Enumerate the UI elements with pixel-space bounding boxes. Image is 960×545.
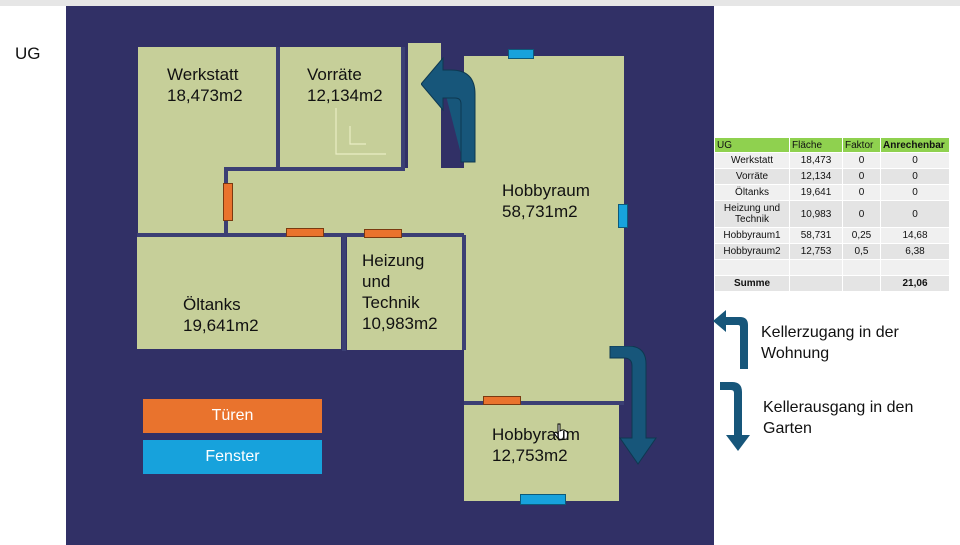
arrow-down-icon bbox=[609, 346, 657, 465]
arrow-up-left-icon bbox=[713, 310, 748, 369]
table-cell bbox=[842, 259, 881, 276]
window bbox=[520, 494, 566, 505]
room-heizung bbox=[347, 235, 463, 350]
table-cell: 10,983 bbox=[789, 200, 843, 228]
table-cell bbox=[789, 259, 843, 276]
table-header: UG bbox=[714, 137, 790, 153]
table-header: Faktor bbox=[842, 137, 881, 153]
table-cell: 0,5 bbox=[842, 243, 881, 260]
table-cell: Hobbyraum1 bbox=[714, 227, 790, 244]
table-cell: 12,134 bbox=[789, 168, 843, 185]
table-cell: 0 bbox=[880, 200, 950, 228]
table-cell bbox=[714, 259, 790, 276]
table-cell: 19,641 bbox=[789, 184, 843, 201]
table-row bbox=[714, 259, 950, 276]
arrow-down-icon bbox=[720, 382, 750, 451]
wall bbox=[276, 47, 280, 170]
note-exit: Kellerausgang in den Garten bbox=[763, 399, 914, 437]
wall bbox=[464, 401, 624, 405]
table-cell: Hobbyraum2 bbox=[714, 243, 790, 260]
door bbox=[364, 229, 402, 238]
legend-windows: Fenster bbox=[143, 440, 322, 474]
room-corridor bbox=[224, 168, 464, 235]
table-sum-label: Summe bbox=[714, 275, 790, 292]
table-cell bbox=[880, 259, 950, 276]
table-cell: 18,473 bbox=[789, 152, 843, 169]
table-cell: 0 bbox=[842, 168, 881, 185]
cursor-hand-icon bbox=[553, 423, 569, 441]
wall bbox=[401, 47, 405, 171]
table-header: Anrechenbar bbox=[880, 137, 950, 153]
table-cell: 0 bbox=[880, 184, 950, 201]
table-sum-value: 21,06 bbox=[880, 275, 950, 292]
table-cell: Heizung und Technik bbox=[714, 200, 790, 228]
door bbox=[286, 228, 324, 237]
table-cell: 0 bbox=[842, 152, 881, 169]
window bbox=[508, 49, 534, 59]
table-cell: 58,731 bbox=[789, 227, 843, 244]
table-cell bbox=[842, 275, 881, 292]
room-oeltanks bbox=[137, 235, 341, 349]
wall bbox=[462, 235, 466, 350]
table-sum-row: Summe 21,06 bbox=[714, 275, 950, 292]
wall bbox=[342, 235, 346, 351]
table-cell: 0 bbox=[842, 184, 881, 201]
table-cell: 0,25 bbox=[842, 227, 881, 244]
wall bbox=[224, 167, 404, 171]
table-cell: Vorräte bbox=[714, 168, 790, 185]
table-cell: Werkstatt bbox=[714, 152, 790, 169]
table-cell: 14,68 bbox=[880, 227, 950, 244]
legend-doors: Türen bbox=[143, 399, 322, 433]
table-cell: 12,753 bbox=[789, 243, 843, 260]
room-hobbyraum2 bbox=[464, 404, 619, 501]
door bbox=[483, 396, 521, 405]
room-top-stub bbox=[408, 43, 441, 168]
table-cell: Öltanks bbox=[714, 184, 790, 201]
page-label: UG bbox=[15, 44, 41, 63]
arrow-up-left-icon bbox=[421, 56, 476, 163]
table-header: Fläche bbox=[789, 137, 843, 153]
table-cell: 0 bbox=[842, 200, 881, 228]
window bbox=[618, 204, 628, 228]
door bbox=[223, 183, 233, 221]
room-hobbyraum1 bbox=[464, 56, 624, 402]
note-entrance: Kellerzugang in der Wohnung bbox=[761, 324, 899, 362]
top-border bbox=[0, 0, 960, 6]
table-cell bbox=[789, 275, 843, 292]
table-header-row: UG Fläche Faktor Anrechenbar bbox=[714, 137, 950, 153]
table-cell: 0 bbox=[880, 168, 950, 185]
room-vorraete bbox=[279, 47, 401, 170]
table-cell: 0 bbox=[880, 152, 950, 169]
sketch-mark bbox=[335, 108, 386, 155]
table-cell: 6,38 bbox=[880, 243, 950, 260]
